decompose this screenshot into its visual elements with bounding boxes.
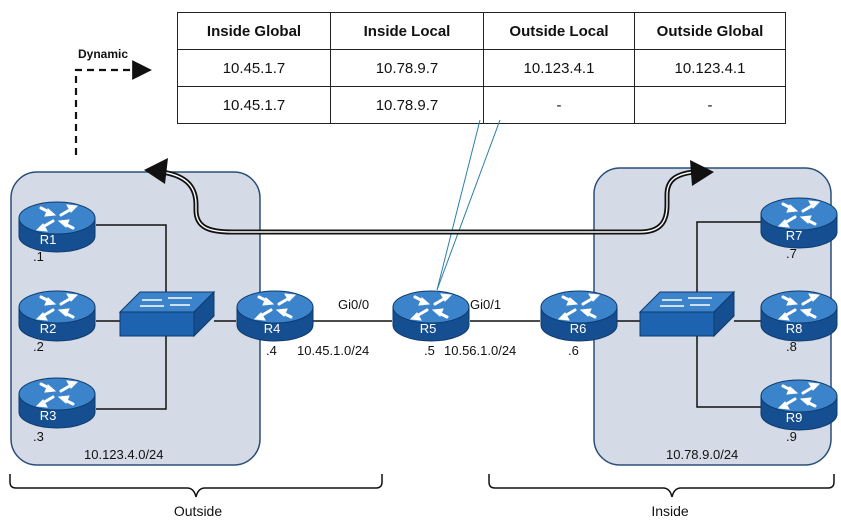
zone-label-outside: Outside [174, 503, 222, 519]
table-row: 10.45.1.7 10.78.9.7 10.123.4.1 10.123.4.… [177, 49, 786, 87]
inside-brace [488, 474, 835, 498]
router-name-r7: R7 [786, 228, 803, 243]
router-name-r3: R3 [40, 408, 57, 423]
callout-line [436, 119, 481, 291]
router-ip-r1: .1 [33, 249, 44, 264]
nat-translation-table: Inside Global Inside Local Outside Local… [177, 12, 786, 124]
router-name-r5: R5 [420, 321, 437, 336]
table-cell: 10.78.9.7 [330, 49, 484, 87]
arrowhead-right [690, 160, 714, 186]
router-ip-r3: .3 [33, 429, 44, 444]
zone-label-inside: Inside [651, 503, 689, 519]
router-name-r9: R9 [786, 410, 803, 425]
router-name-r8: R8 [786, 321, 803, 336]
router-ip-r9: .9 [786, 429, 797, 444]
switch-icon [118, 290, 216, 338]
network-label-r4-r5: 10.45.1.0/24 [297, 343, 369, 358]
table-cell: 10.123.4.1 [483, 49, 635, 87]
router-ip-r6: .6 [568, 343, 579, 358]
network-label-inside-lan: 10.78.9.0/24 [666, 447, 738, 462]
callout-line [436, 119, 501, 291]
interface-label-gi0-1: Gi0/1 [470, 297, 501, 312]
outside-lan-links [96, 221, 762, 410]
interface-label-gi0-0: Gi0/0 [338, 297, 369, 312]
table-cell: 10.78.9.7 [330, 86, 484, 124]
table-cell: - [483, 86, 635, 124]
dynamic-label: Dynamic [78, 47, 128, 61]
col-header-outside-local: Outside Local [483, 12, 635, 50]
router-name-r1: R1 [40, 232, 57, 247]
router-name-r2: R2 [40, 321, 57, 336]
router-ip-r5: .5 [424, 343, 435, 358]
table-cell: 10.45.1.7 [177, 49, 331, 87]
dynamic-arrow [74, 60, 152, 155]
table-header-row: Inside Global Inside Local Outside Local… [177, 12, 786, 50]
router-name-r4: R4 [264, 321, 281, 336]
router-ip-r8: .8 [786, 339, 797, 354]
switch-icon [638, 290, 736, 338]
col-header-inside-local: Inside Local [330, 12, 484, 50]
table-cell: 10.45.1.7 [177, 86, 331, 124]
router-icon-r1 [17, 200, 97, 254]
arrowhead-left [144, 158, 168, 184]
router-ip-r2: .2 [33, 339, 44, 354]
router-ip-r7: .7 [786, 246, 797, 261]
traffic-flow-arrow-outline [161, 171, 695, 233]
col-header-inside-global: Inside Global [177, 12, 331, 50]
network-label-outside-lan: 10.123.4.0/24 [84, 447, 164, 462]
router-name-r6: R6 [570, 321, 587, 336]
outside-brace [9, 474, 383, 498]
router-ip-r4: .4 [266, 343, 277, 358]
router-icon-r3 [17, 376, 97, 430]
network-label-r5-r6: 10.56.1.0/24 [444, 343, 516, 358]
table-cell: - [634, 86, 786, 124]
router-icon-r2 [17, 289, 97, 343]
table-row: 10.45.1.7 10.78.9.7 - - [177, 86, 786, 124]
